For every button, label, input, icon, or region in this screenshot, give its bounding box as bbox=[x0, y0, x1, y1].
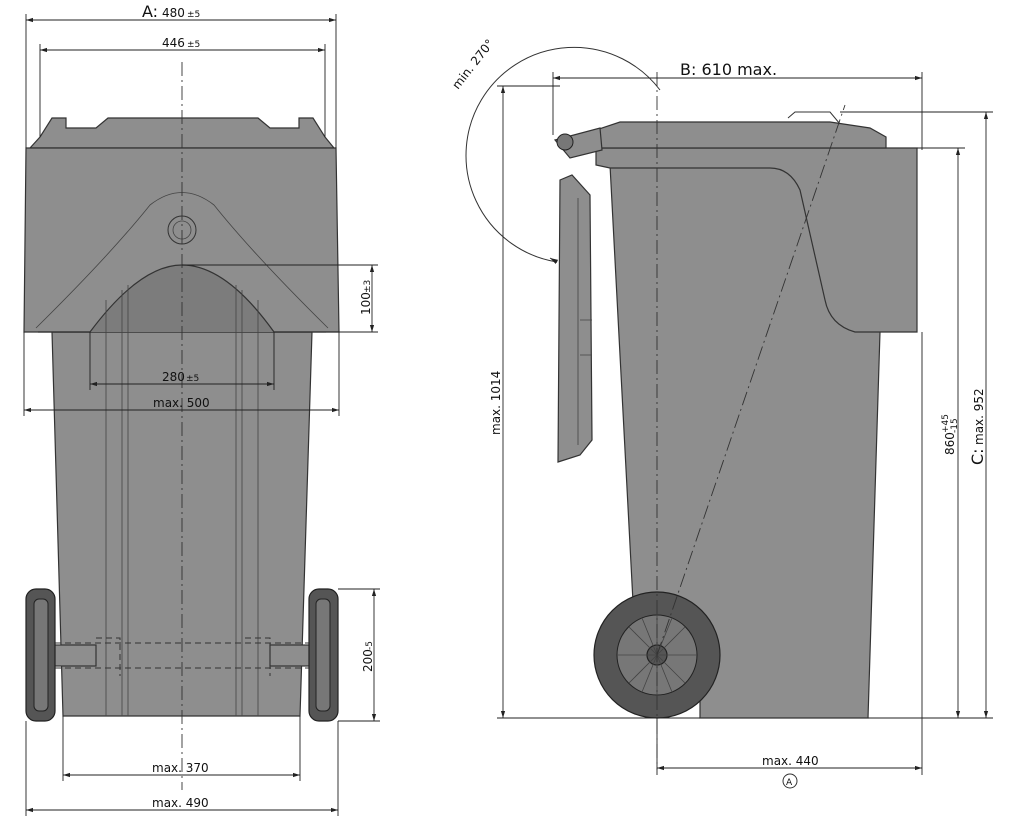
dim-c-value: max. 952 bbox=[972, 388, 986, 445]
dim-axle-height-tol: -5 bbox=[365, 641, 375, 650]
side-opened-lid bbox=[557, 174, 593, 463]
dim-base-width: max. 370 bbox=[152, 761, 209, 775]
dim-b: B: 610 max. bbox=[680, 60, 777, 79]
front-lid bbox=[28, 117, 336, 149]
side-housing bbox=[595, 147, 918, 333]
dim-body-height-tol-upper: +45 bbox=[941, 414, 951, 433]
dim-top-tol: ±5 bbox=[187, 40, 200, 50]
dim-lid-angle: min. 270° bbox=[449, 37, 496, 92]
dim-c-label: C: bbox=[968, 448, 987, 465]
dim-total-height: max. 1014 bbox=[489, 371, 503, 435]
dim-wheel-width: max. 490 bbox=[152, 796, 209, 810]
dim-a-value: 480 bbox=[162, 6, 185, 20]
dim-body-width: max. 500 bbox=[153, 396, 210, 410]
side-lid bbox=[595, 121, 887, 149]
dim-recess-width-tol: ±5 bbox=[186, 374, 199, 384]
marker-a-circle bbox=[782, 773, 798, 789]
dim-body-height-tol-lower: -15 bbox=[950, 418, 960, 433]
marker-a: A bbox=[786, 778, 793, 788]
side-hinge bbox=[556, 133, 574, 151]
dim-a-label: A: bbox=[142, 2, 158, 21]
dim-top-value: 446 bbox=[162, 36, 185, 50]
front-view: A: 480 ±5 446 ±5 100 ±3 280 ±5 max. 500 … bbox=[23, 2, 380, 816]
dim-recess-width: 280 bbox=[162, 370, 185, 384]
dim-body-height: 860 bbox=[943, 432, 957, 455]
dim-a-tol: ±5 bbox=[187, 10, 200, 20]
dim-axle-height: 200 bbox=[361, 649, 375, 672]
dim-recess-height: 100 bbox=[359, 292, 373, 315]
dim-depth: max. 440 bbox=[762, 754, 819, 768]
dim-recess-height-tol: ±3 bbox=[363, 280, 373, 293]
side-view: B: 610 max. min. 270° max. 1014 860 +45 … bbox=[449, 37, 993, 789]
